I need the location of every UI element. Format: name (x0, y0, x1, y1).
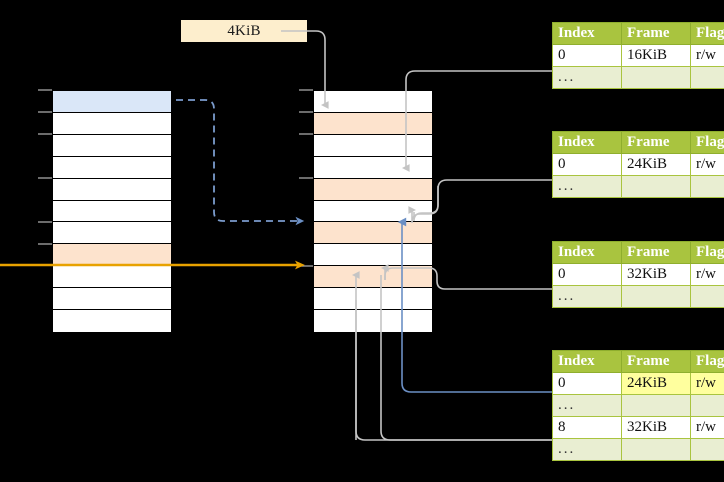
page-table-1-header-index: Index (552, 22, 622, 45)
virtual-page-row (53, 156, 171, 179)
page-table-3-cell-frame (621, 285, 691, 308)
physical-frame-row (314, 244, 432, 267)
page-table-3-row: ... (552, 285, 724, 308)
page-table-4-cell-frame: 24KiB (621, 372, 691, 395)
page-table-4-cell-index-highlight: 0 (558, 375, 566, 391)
page-table-3-cell-index: 0 (552, 263, 622, 286)
virtual-page-row (53, 112, 171, 135)
size-label-4kib: 4KiB (181, 20, 307, 42)
virtual-page-row (53, 134, 171, 157)
page-table-3: IndexFrameFlags032KiBr/w... (552, 241, 724, 308)
page-table-4-cell-flags (690, 394, 724, 417)
virtual-column-ticks (38, 89, 52, 245)
physical-frame-row (314, 222, 432, 245)
page-table-3-header-frame: Frame (621, 241, 691, 264)
page-table-3-cell-flags: r/w (690, 263, 724, 286)
size-label-text: 4KiB (227, 22, 261, 39)
page-table-2-header-flags: Flags (690, 131, 724, 154)
virtual-page-row (53, 266, 171, 289)
page-table-2-cell-flags: r/w (690, 153, 724, 176)
page-table-1: IndexFrameFlags016KiBr/w... (552, 22, 724, 89)
physical-frame-row (314, 310, 432, 332)
page-table-2-cell-index: 0 (552, 153, 622, 176)
page-table-4-row: ... (552, 438, 724, 461)
page-table-3-cell-flags (690, 285, 724, 308)
page-table-4-header-frame: Frame (621, 350, 691, 373)
virtual-page-row (53, 244, 171, 267)
page-table-4-header-index: Index (552, 350, 622, 373)
physical-frame-row (314, 178, 432, 201)
wire-virtual-page-to-frame-dashed (176, 99, 305, 226)
page-table-4-cell-frame: 32KiB (621, 416, 691, 439)
page-table-4-cell-index: ... (552, 394, 622, 417)
page-table-4: IndexFrameFlags024KiBr/w...832KiBr/w... (552, 350, 724, 461)
page-table-4-cell-flags (690, 438, 724, 461)
physical-frame-row (314, 91, 432, 113)
page-table-4-header-flags: Flags (690, 350, 724, 373)
page-table-4-cell-frame (621, 438, 691, 461)
virtual-page-row (53, 288, 171, 311)
virtual-page-row (53, 310, 171, 332)
page-table-4-cell-index: ... (552, 438, 622, 461)
page-table-3-header-flags: Flags (690, 241, 724, 264)
page-table-3-cell-index: ... (552, 285, 622, 308)
physical-frame-row (314, 266, 432, 289)
virtual-address-space-column (52, 90, 172, 332)
page-table-4-cell-index: 8 (552, 416, 622, 439)
page-table-4-cell-flags: r/w (690, 372, 724, 395)
page-table-1-header-frame: Frame (621, 22, 691, 45)
page-table-2-cell-frame: 24KiB (621, 153, 691, 176)
page-table-4-cell-flags: r/w (690, 416, 724, 439)
page-table-3-cell-frame: 32KiB (621, 263, 691, 286)
page-table-3-header-index: Index (552, 241, 622, 264)
virtual-page-row (53, 91, 171, 113)
page-table-1-cell-flags (690, 66, 724, 89)
page-table-1-row: ... (552, 66, 724, 89)
page-table-4-cell-index: 0 (552, 372, 622, 395)
page-table-2-cell-flags (690, 175, 724, 198)
page-table-1-cell-index: ... (552, 66, 622, 89)
page-table-4-row: ... (552, 394, 724, 417)
physical-frame-row (314, 156, 432, 179)
page-table-1-cell-frame (621, 66, 691, 89)
page-table-1-header-flags: Flags (690, 22, 724, 45)
page-table-2-cell-frame (621, 175, 691, 198)
physical-frame-row (314, 112, 432, 135)
page-table-2-row: ... (552, 175, 724, 198)
virtual-page-row (53, 178, 171, 201)
virtual-page-row (53, 200, 171, 223)
page-table-1-cell-index: 0 (552, 44, 622, 67)
physical-memory-column (313, 90, 433, 332)
physical-frame-row (314, 200, 432, 223)
physical-frame-row (314, 288, 432, 311)
page-table-2-header-frame: Frame (621, 131, 691, 154)
page-table-2-cell-index: ... (552, 175, 622, 198)
page-table-1-cell-flags: r/w (690, 44, 724, 67)
physical-column-ticks (299, 89, 313, 267)
virtual-page-row (53, 222, 171, 245)
wire-ptable2-to-frame-seg (413, 179, 552, 222)
page-table-2: IndexFrameFlags024KiBr/w... (552, 131, 724, 198)
physical-frame-row (314, 134, 432, 157)
page-table-2-header-index: Index (552, 131, 622, 154)
page-table-4-cell-frame (621, 394, 691, 417)
page-table-1-cell-frame: 16KiB (621, 44, 691, 67)
